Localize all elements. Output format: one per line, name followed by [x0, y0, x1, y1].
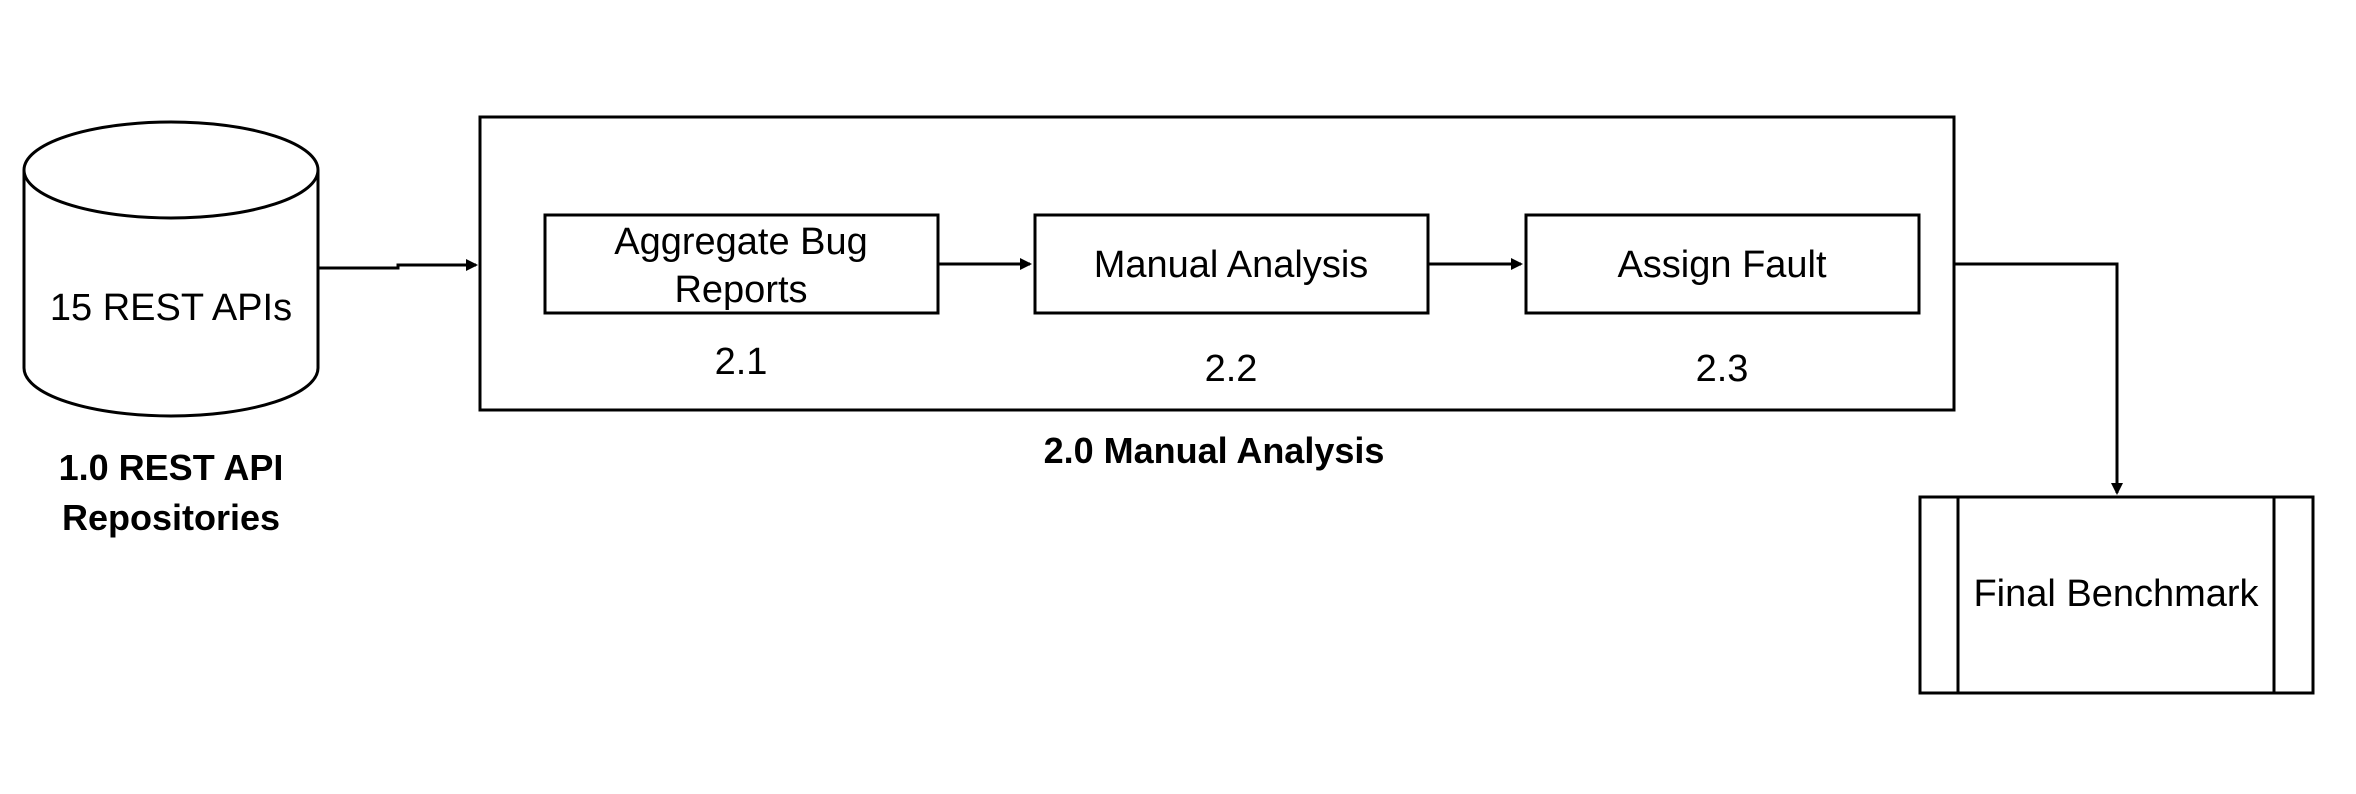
- cylinder-top: [22, 120, 320, 220]
- step-manual-analysis: [1033, 213, 1430, 315]
- process-group-caption: 2.0 Manual Analysis: [1044, 430, 1385, 471]
- step-2-1-label-line1: Aggregate Bug: [614, 221, 868, 263]
- database-label: 15 REST APIs: [50, 287, 292, 329]
- database-cylinder: 15 REST APIs: [22, 120, 320, 418]
- database-caption-line1: 1.0 REST API: [59, 447, 284, 488]
- database-caption-line2: Repositories: [62, 497, 280, 538]
- step-2-2-number: 2.2: [1205, 348, 1258, 390]
- step-2-3-label: Assign Fault: [1617, 244, 1827, 286]
- step-2-3-number: 2.3: [1696, 348, 1749, 390]
- final-benchmark-box: Final Benchmark: [1918, 495, 2315, 695]
- final-benchmark-label: Final Benchmark: [1973, 573, 2259, 615]
- cylinder-body: [22, 170, 320, 418]
- final-benchmark-outer: [1918, 495, 2315, 695]
- connector-database-to-process: [318, 259, 478, 271]
- step-assign-fault: [1524, 213, 1921, 315]
- step-2-1-number: 2.1: [715, 341, 768, 383]
- step-2-2-label: Manual Analysis: [1094, 244, 1369, 286]
- step-aggregate-bug-reports: [543, 213, 940, 315]
- connector-process-to-output: [1954, 262, 2123, 495]
- step-2-1-label-line2: Reports: [674, 269, 807, 311]
